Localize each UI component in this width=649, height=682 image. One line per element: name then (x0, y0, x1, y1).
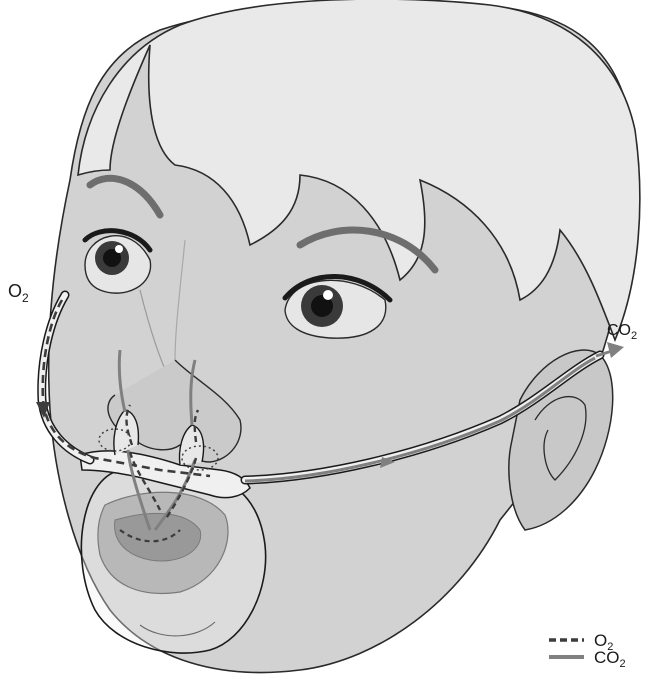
svg-text:CO2: CO2 (594, 648, 626, 670)
legend: O2 CO2 (549, 631, 626, 670)
legend-item-co2: CO2 (549, 648, 626, 670)
oral-mask (81, 470, 265, 653)
left-eye-highlight (115, 245, 123, 253)
outlet-label: CO2 (607, 322, 637, 342)
svg-text:O2: O2 (8, 281, 29, 305)
svg-text:CO2: CO2 (607, 322, 637, 342)
inlet-label: O2 (8, 281, 29, 305)
right-eye-highlight (323, 290, 333, 300)
